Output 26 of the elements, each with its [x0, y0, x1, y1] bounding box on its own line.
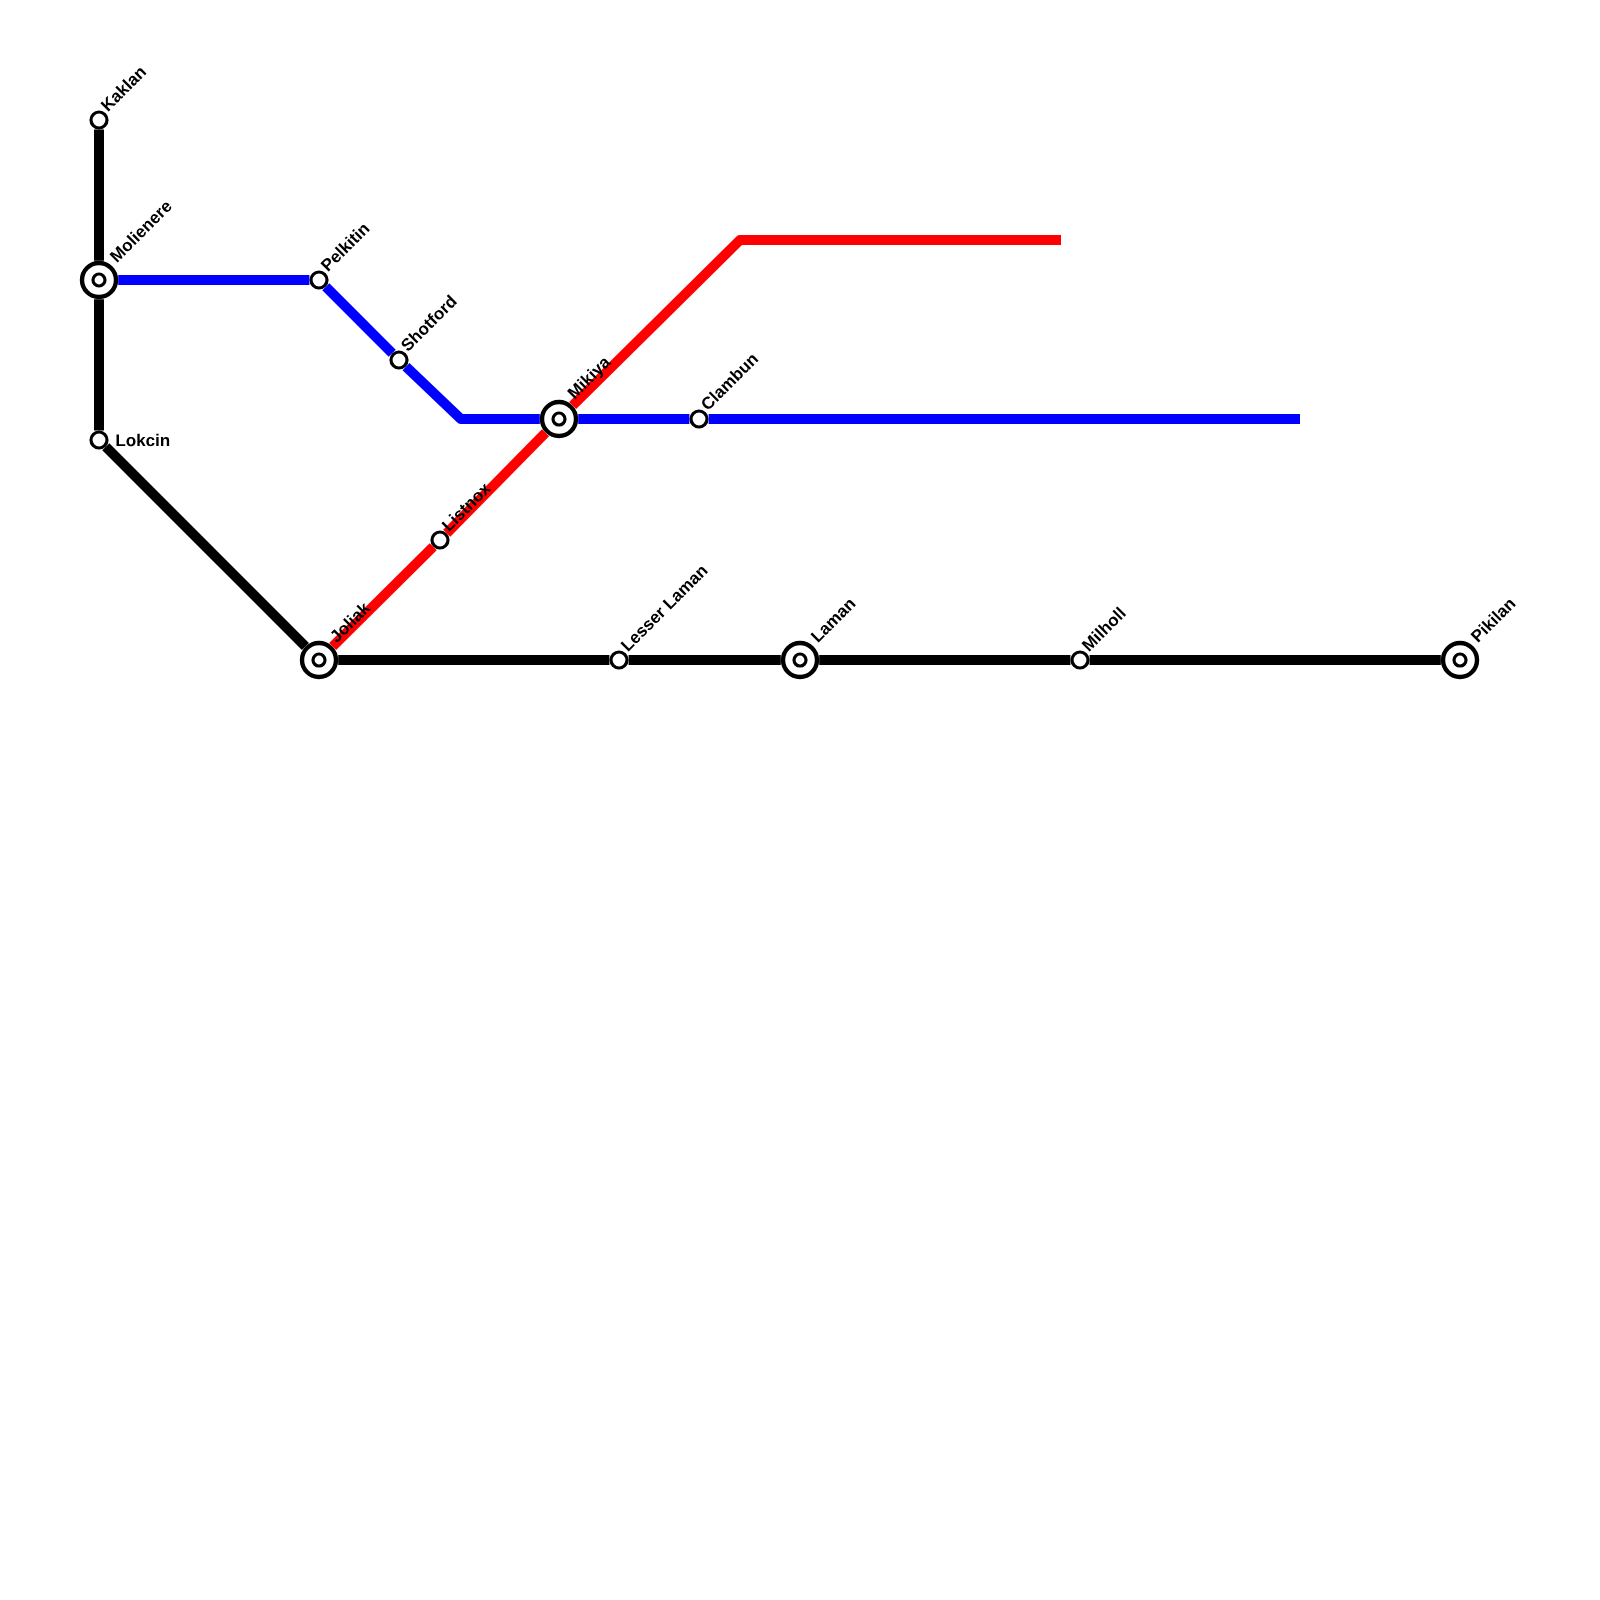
interchange-station	[299, 640, 339, 680]
station-circle	[389, 350, 409, 370]
station-circle	[1070, 650, 1090, 670]
line-segment	[329, 543, 437, 651]
line-segment	[578, 414, 690, 424]
station-label: Lokcin	[116, 433, 170, 447]
station-circle	[430, 530, 450, 550]
line-segment	[443, 429, 550, 537]
line-segment	[819, 655, 1071, 665]
line-segment	[1089, 655, 1441, 665]
line-segment	[118, 275, 310, 285]
line-segment	[338, 655, 610, 665]
line-segment	[102, 443, 309, 650]
line-segment	[322, 283, 396, 357]
station-circle	[609, 650, 629, 670]
line-segment	[94, 129, 104, 261]
interchange-station	[539, 399, 579, 439]
line-segment	[628, 655, 781, 665]
station-circle	[689, 409, 709, 429]
station-circle	[89, 430, 109, 450]
line-segment	[708, 414, 1300, 424]
line-segment	[94, 299, 104, 431]
station-circle	[309, 270, 329, 290]
station-circle	[89, 110, 109, 130]
line-segment	[569, 235, 1061, 410]
line-segment	[402, 363, 540, 424]
